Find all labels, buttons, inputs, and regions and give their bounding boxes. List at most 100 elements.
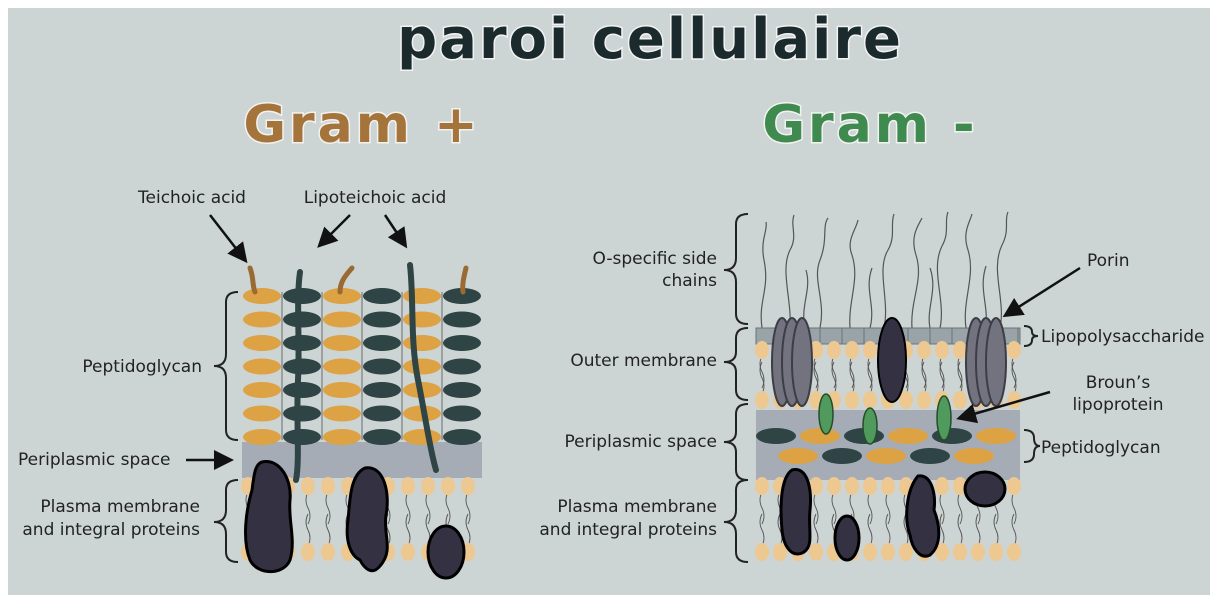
label-o-specific-2: chains: [662, 271, 717, 291]
label-outer-membrane: Outer membrane: [570, 351, 717, 371]
lipid-head: [809, 543, 823, 561]
lipid-head: [863, 477, 877, 495]
lipid-head: [935, 477, 949, 495]
peptidoglycan-unit: [800, 428, 840, 444]
peptidoglycan-unit: [283, 382, 321, 398]
peptidoglycan-unit: [323, 406, 361, 422]
lipid-head: [863, 391, 877, 409]
label-o-specific-1: O-specific side: [593, 249, 717, 269]
lipid-head: [401, 543, 415, 561]
label-gn-peptidoglycan: Peptidoglycan: [1041, 438, 1161, 458]
peptidoglycan-unit: [443, 359, 481, 375]
peptidoglycan-unit: [363, 382, 401, 398]
lipid-head: [953, 391, 967, 409]
lipid-head: [461, 477, 475, 495]
peptidoglycan-unit: [443, 312, 481, 328]
peptidoglycan-unit: [323, 359, 361, 375]
lipid-head: [845, 477, 859, 495]
peptidoglycan-unit: [243, 312, 281, 328]
lipid-head: [755, 543, 769, 561]
peptidoglycan-unit: [323, 382, 361, 398]
lipid-head: [1007, 543, 1021, 561]
lipid-head: [881, 543, 895, 561]
peptidoglycan-unit: [243, 288, 281, 304]
peptidoglycan-unit: [283, 359, 321, 375]
label-teichoic-acid: Teichoic acid: [137, 188, 246, 208]
lipid-head: [755, 341, 769, 359]
gram-negative-heading: Gram -: [762, 95, 977, 155]
label-peptidoglycan: Peptidoglycan: [82, 357, 202, 377]
lipid-head: [953, 543, 967, 561]
label-porin: Porin: [1087, 251, 1130, 271]
peptidoglycan-unit: [323, 335, 361, 351]
peptidoglycan-unit: [283, 288, 321, 304]
peptidoglycan-unit: [243, 406, 281, 422]
peptidoglycan-unit: [243, 359, 281, 375]
peptidoglycan-unit: [403, 359, 441, 375]
lipid-head: [441, 477, 455, 495]
label-lipopolysaccharide: Lipopolysaccharide: [1041, 327, 1204, 347]
peptidoglycan-unit: [363, 406, 401, 422]
lipid-head: [881, 477, 895, 495]
peptidoglycan-unit: [323, 312, 361, 328]
peptidoglycan-unit: [443, 429, 481, 445]
lipid-head: [1007, 341, 1021, 359]
lipid-head: [827, 341, 841, 359]
lipid-head: [971, 543, 985, 561]
lipid-head: [953, 341, 967, 359]
peptidoglycan-unit: [363, 359, 401, 375]
gram-positive-heading: Gram +: [243, 95, 480, 155]
peptidoglycan-unit: [403, 429, 441, 445]
peptidoglycan-unit: [888, 428, 928, 444]
peptidoglycan-unit: [363, 429, 401, 445]
peptidoglycan-unit: [976, 428, 1016, 444]
peptidoglycan-unit: [283, 406, 321, 422]
peptidoglycan-unit: [443, 335, 481, 351]
lipid-head: [1007, 477, 1021, 495]
peptidoglycan-unit: [910, 448, 950, 464]
peptidoglycan-unit: [283, 335, 321, 351]
lipid-head: [401, 477, 415, 495]
peptidoglycan-unit: [283, 312, 321, 328]
lipid-head: [321, 543, 335, 561]
lipid-head: [321, 477, 335, 495]
lipid-head: [845, 341, 859, 359]
lipid-head: [301, 543, 315, 561]
lipid-head: [827, 477, 841, 495]
peptidoglycan-unit: [243, 335, 281, 351]
peptidoglycan-unit: [363, 312, 401, 328]
peptidoglycan-unit: [323, 429, 361, 445]
peptidoglycan-unit: [283, 429, 321, 445]
peptidoglycan-unit: [954, 448, 994, 464]
label-periplasmic-space: Periplasmic space: [18, 450, 171, 470]
peptidoglycan-unit: [778, 448, 818, 464]
label-plasma-membrane-2: and integral proteins: [22, 520, 200, 540]
lipid-head: [845, 391, 859, 409]
label-plasma-membrane-1: Plasma membrane: [40, 497, 200, 517]
outer-membrane-protein: [878, 318, 906, 402]
peptidoglycan-unit: [443, 406, 481, 422]
peptidoglycan-unit: [403, 335, 441, 351]
peptidoglycan-unit: [866, 448, 906, 464]
label-lipoteichoic-acid: Lipoteichoic acid: [304, 188, 447, 208]
label-brouns-2: lipoprotein: [1072, 395, 1163, 415]
lipid-head: [989, 543, 1003, 561]
peptidoglycan-unit: [243, 429, 281, 445]
peptidoglycan-unit: [756, 428, 796, 444]
label-gn-periplasmic-space: Periplasmic space: [564, 432, 717, 452]
lipid-head: [755, 391, 769, 409]
lipid-head: [863, 543, 877, 561]
peptidoglycan-unit: [822, 448, 862, 464]
lipid-head: [935, 341, 949, 359]
peptidoglycan-unit: [243, 382, 281, 398]
lipid-head: [301, 477, 315, 495]
label-gn-plasma-membrane-1: Plasma membrane: [557, 497, 717, 517]
label-gn-plasma-membrane-2: and integral proteins: [539, 520, 717, 540]
lipid-head: [863, 341, 877, 359]
lipid-head: [421, 477, 435, 495]
peptidoglycan-unit: [403, 312, 441, 328]
lipid-head: [899, 543, 913, 561]
lipid-head: [917, 391, 931, 409]
